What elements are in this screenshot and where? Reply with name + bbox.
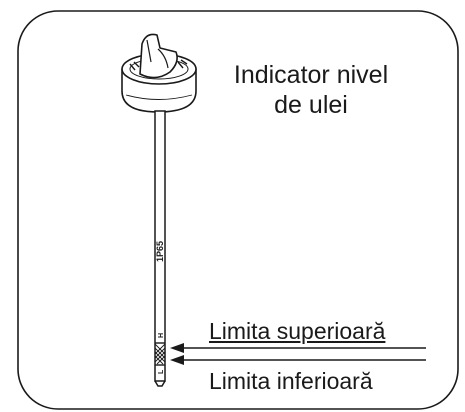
level-ticks xyxy=(155,342,165,366)
lower-marker-label: L xyxy=(158,369,165,374)
upper-marker-label: H xyxy=(158,333,165,338)
upper-limit-arrow xyxy=(170,343,426,353)
upper-limit-label: Limita superioară xyxy=(209,318,386,344)
lower-limit-arrow xyxy=(170,355,426,365)
dipstick-rod xyxy=(154,110,166,387)
dipstick-cap xyxy=(121,33,197,113)
title-line-1: Indicator nivel xyxy=(233,61,389,89)
title-line-2: de ulei xyxy=(274,91,348,119)
lower-limit-label: Limita inferioară xyxy=(209,368,373,394)
level-zone-hatch xyxy=(154,343,166,365)
diagram-frame xyxy=(17,10,459,410)
rod-marking-label: 1P65 xyxy=(155,241,165,262)
